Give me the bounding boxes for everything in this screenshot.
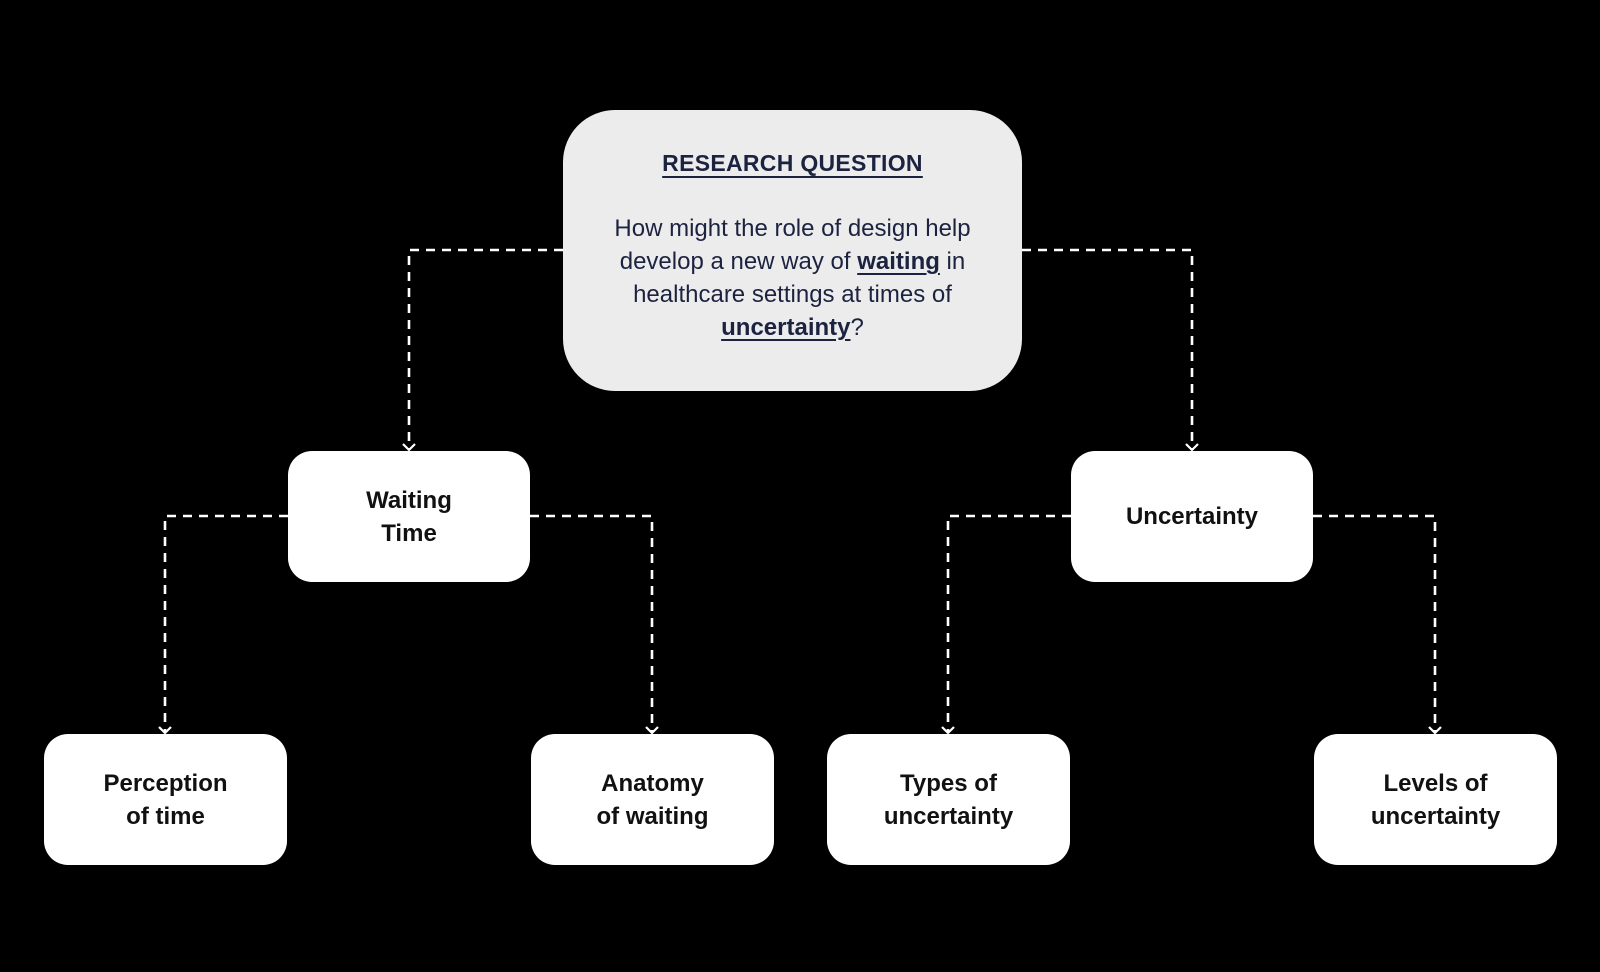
node-label-line: Types of [900, 769, 997, 797]
node-label-line: uncertainty [883, 802, 1014, 830]
node-label-line: Levels of [1383, 769, 1488, 797]
question-text-part-2: in healthcare settings at times of [633, 248, 966, 308]
connector-waiting-time-to-perception-of-time [158, 514, 288, 735]
connector-root-to-uncertainty [1022, 248, 1199, 452]
levels-of-uncertainty-node: Levels of uncertainty [1314, 734, 1557, 865]
question-keyword-waiting: waiting [857, 248, 940, 275]
question-keyword-uncertainty: uncertainty [721, 314, 851, 341]
question-text-part-1: How might the role of design help develo… [614, 215, 971, 275]
research-question-node: RESEARCH QUESTION How might the role of … [563, 110, 1022, 391]
perception-of-time-node: Perception of time [44, 734, 287, 865]
waiting-time-node: Waiting Time [288, 451, 530, 582]
connector-waiting-time-to-anatomy-of-waiting [530, 514, 659, 735]
anatomy-of-waiting-node: Anatomy of waiting [531, 734, 774, 865]
types-of-uncertainty-node: Types of uncertainty [827, 734, 1070, 865]
connector-root-to-waiting-time [402, 248, 563, 452]
node-label-line: uncertainty [1370, 802, 1501, 830]
uncertainty-node: Uncertainty [1071, 451, 1313, 582]
node-label-line: Waiting [366, 486, 452, 514]
research-question-text: How might the role of design help develo… [593, 212, 993, 344]
node-label-line: Perception [103, 769, 228, 797]
node-label-line: Anatomy [601, 769, 704, 797]
node-label-line: Uncertainty [1125, 503, 1259, 530]
question-text-part-3: ? [850, 314, 864, 341]
connector-uncertainty-to-types-of-uncertainty [941, 514, 1071, 735]
connector-uncertainty-to-levels-of-uncertainty [1313, 514, 1442, 735]
research-question-title: RESEARCH QUESTION [662, 150, 923, 176]
node-label-line: of time [126, 802, 205, 830]
node-label-line: of waiting [596, 802, 709, 830]
node-label-line: Time [381, 519, 437, 547]
